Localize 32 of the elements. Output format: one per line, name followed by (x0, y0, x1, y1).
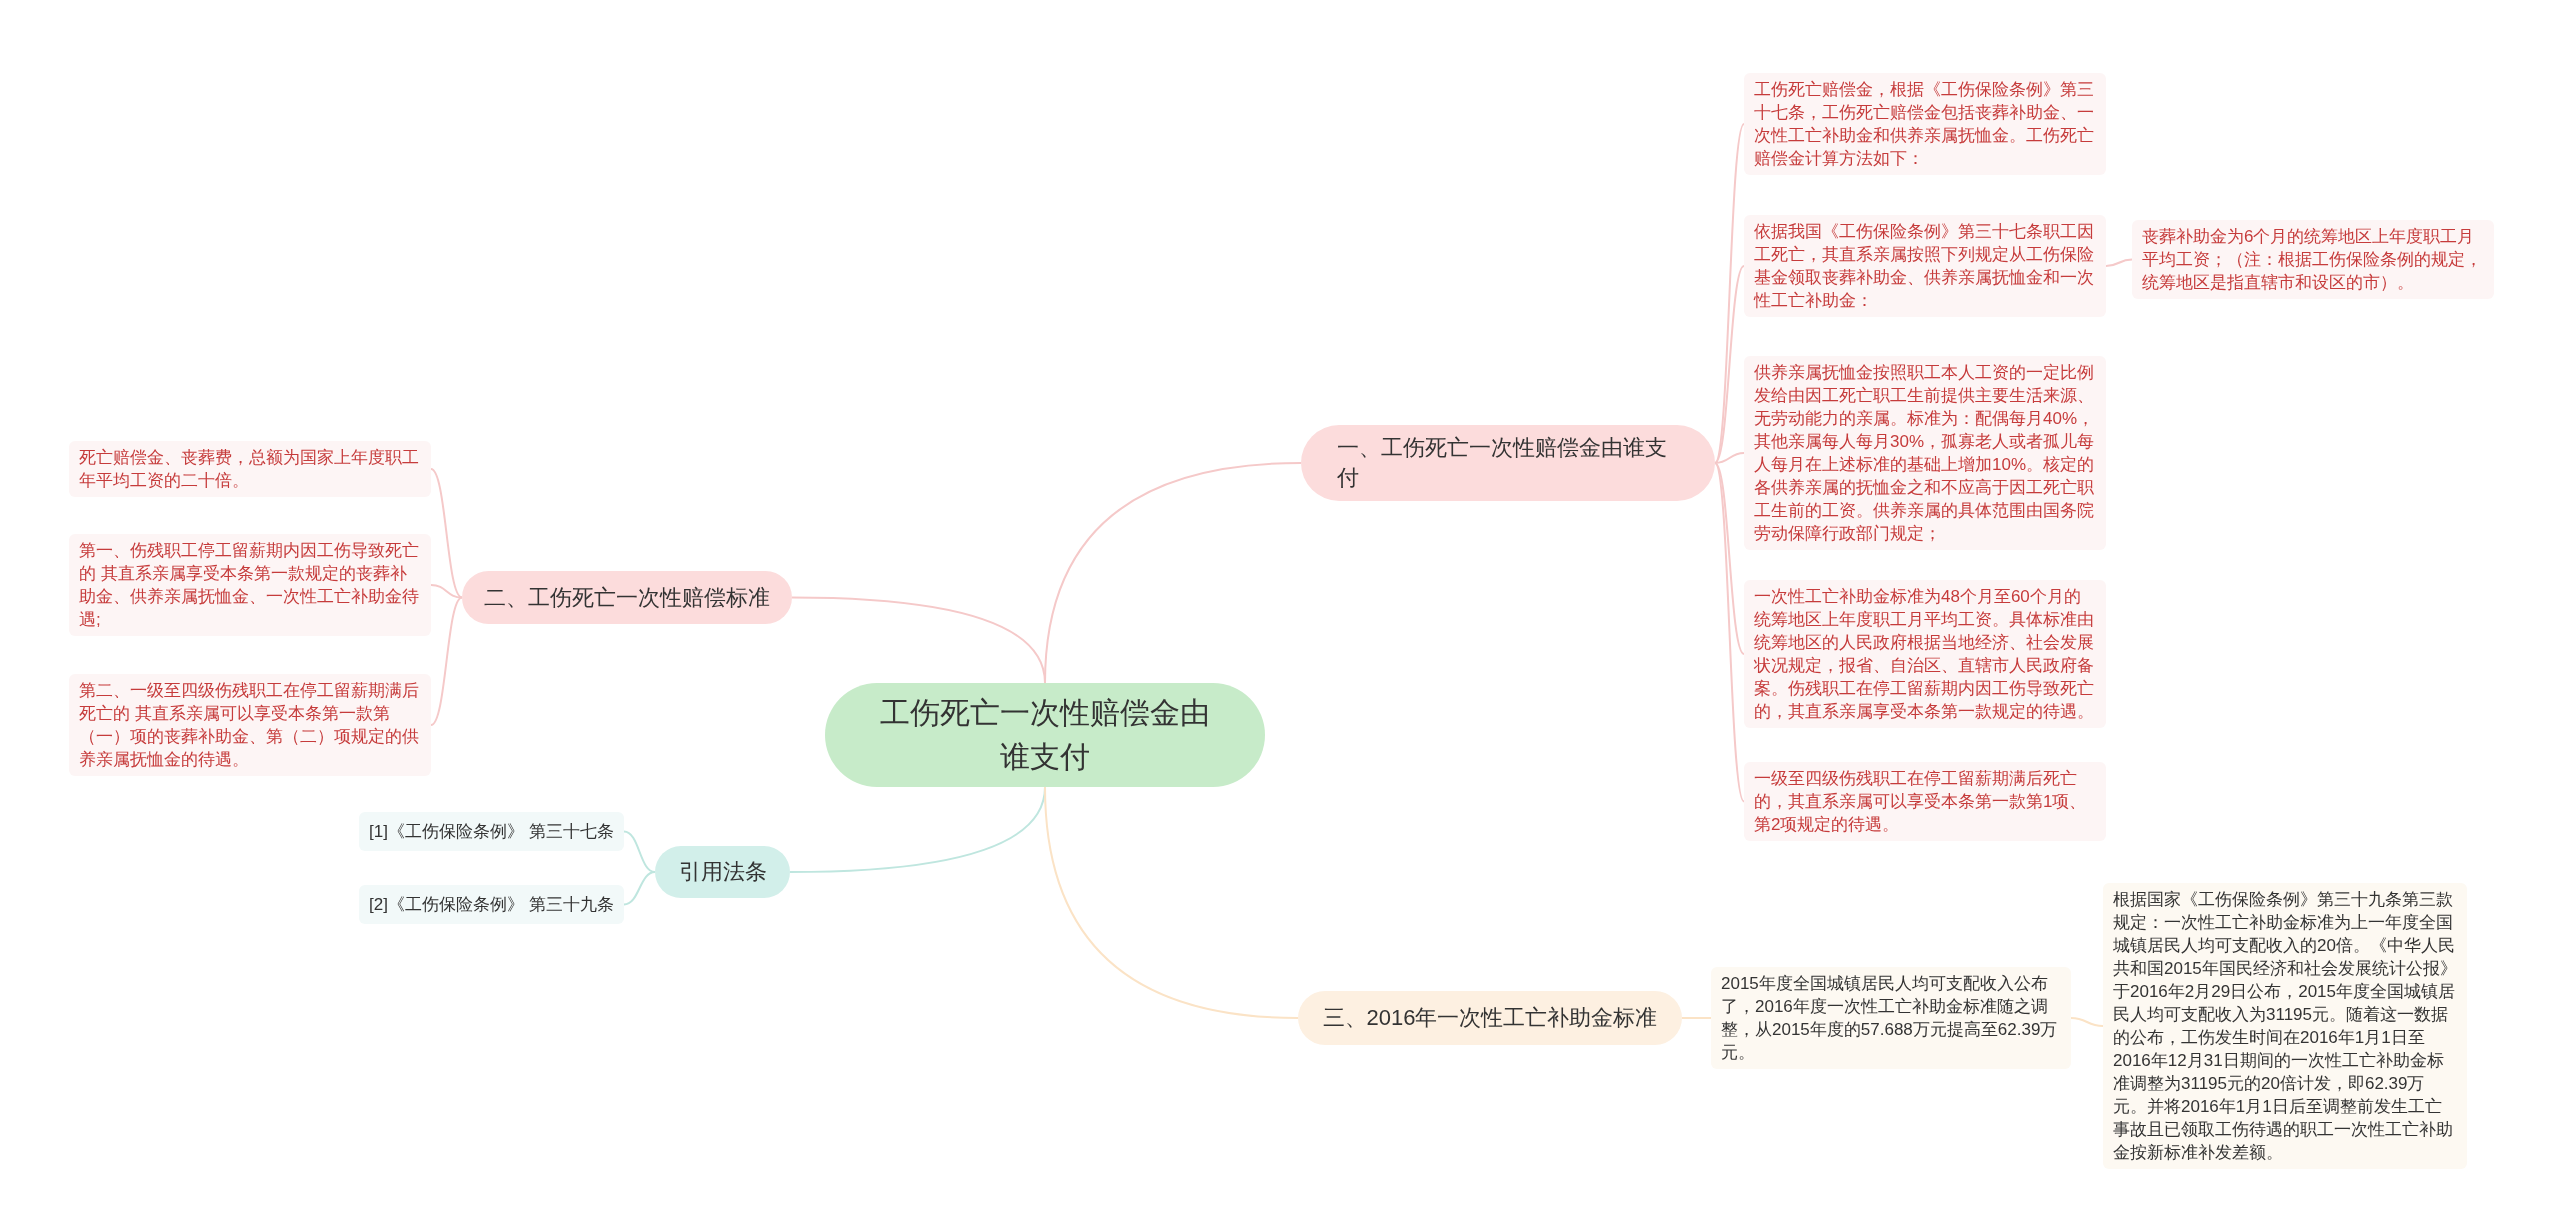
main-topic: 二、工伤死亡一次性赔偿标准 (462, 571, 792, 624)
connector-line (1714, 462, 1745, 655)
connector-line (623, 871, 656, 906)
note-box: 丧葬补助金为6个月的统筹地区上年度职工月平均工资；（注：根据工伤保险条例的规定，统筹地区是指直辖市和设区的市）。 (2132, 220, 2494, 299)
note-box: 第二、一级至四级伤残职工在停工留薪期满后死亡的 其直系亲属可以享受本条第一款第（一）项的丧葬补助金、第（二）项规定的供养亲属抚恤金的待遇。 (69, 674, 431, 776)
note-box: 供养亲属抚恤金按照职工本人工资的一定比例发给由因工死亡职工生前提供主要生活来源、无劳动能力的亲属。标准为：配偶每月40%，其他亲属每人每月30%，孤寡老人或者孤儿每人每月在上述标准的基础上增加10%。核定的各供养亲属的抚恤金之和不应高于因工死亡职工生前的工资。供养亲属的具体范围由国务院劳动保障行政部门规定； (1744, 356, 2106, 550)
connector-line (2105, 258, 2133, 267)
note-box: 一次性工亡补助金标准为48个月至60个月的统筹地区上年度职工月平均工资。具体标准由统筹地区的人民政府根据当地经济、社会发展状况规定，报省、自治区、直辖市人民政府备案。伤残职工在停工留薪期内因工伤导致死亡的，其直系亲属享受本条第一款规定的待遇。 (1744, 580, 2106, 728)
connector-line (1714, 265, 1745, 464)
connector-line (430, 596, 463, 726)
connector-line (1714, 452, 1745, 464)
citation-box: [2]《工伤保险条例》 第三十九条 (359, 885, 624, 924)
connector-line (1681, 1017, 1712, 1019)
main-topic: 三、2016年一次性工亡补助金标准 (1298, 991, 1682, 1045)
main-topic: 引用法条 (655, 846, 790, 898)
connector-line (2070, 1017, 2104, 1027)
connector-line (430, 468, 463, 599)
note-box: 2015年度全国城镇居民人均可支配收入公布了，2016年度一次性工亡补助金标准随之调整，从2015年度的57.688万元提高至62.39万元。 (1711, 967, 2071, 1069)
note-box: 死亡赔偿金、丧葬费，总额为国家上年度职工年平均工资的二十倍。 (69, 441, 431, 497)
central-topic: 工伤死亡一次性赔偿金由谁支付 (825, 683, 1265, 787)
main-topic: 一、工伤死亡一次性赔偿金由谁支付 (1301, 425, 1715, 501)
note-box: 一级至四级伤残职工在停工留薪期满后死亡的，其直系亲属可以享受本条第一款第1项、第2项规定的待遇。 (1744, 762, 2106, 841)
note-box: 依据我国《工伤保险条例》第三十七条职工因工死亡，其直系亲属按照下列规定从工伤保险基金领取丧葬补助金、供养亲属抚恤金和一次性工亡补助金： (1744, 215, 2106, 317)
connector-line (430, 584, 463, 599)
note-box: 工伤死亡赔偿金，根据《工伤保险条例》第三十七条，工伤死亡赔偿金包括丧葬补助金、一次性工亡补助金和供养亲属抚恤金。工伤死亡赔偿金计算方法如下： (1744, 73, 2106, 175)
note-box: 第一、伤残职工停工留薪期内因工伤导致死亡的 其直系亲属享受本条第一款规定的丧葬补助金、供养亲属抚恤金、一次性工亡补助金待遇; (69, 534, 431, 636)
connector-line (1714, 462, 1745, 803)
connector-line (791, 596, 1046, 684)
citation-box: [1]《工伤保险条例》 第三十七条 (359, 812, 624, 851)
connector-line (1714, 123, 1745, 464)
connector-line (1044, 786, 1299, 1019)
note-box: 根据国家《工伤保险条例》第三十九条第三款规定：一次性工亡补助金标准为上一年度全国城镇居民人均可支配收入的20倍。《中华人民共和国2015年国民经济和社会发展统计公报》于2016年2月29日公布，2015年度全国城镇居民人均可支配收入为31195元。随着这一数据的公布，工伤发生时间在2016年1月1日至2016年12月31日期间的一次性工亡补助金标准调整为31195元的20倍计发，即62.39万元。并将2016年1月1日后至调整前发生工亡事故且已领取工伤待遇的职工一次性工亡补助金按新标准补发差额。 (2103, 883, 2467, 1169)
